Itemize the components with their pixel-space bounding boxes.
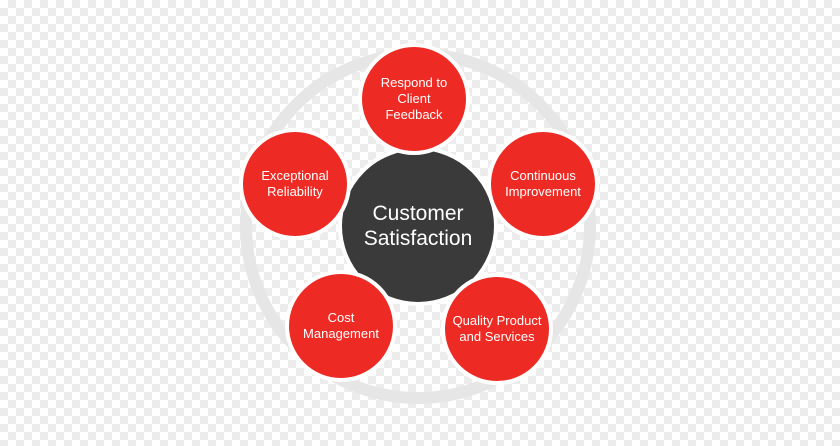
- node-exceptional-reliability: Exceptional Reliability: [239, 128, 351, 240]
- node-label: Exceptional Reliability: [261, 168, 329, 199]
- node-label: Cost Management: [303, 310, 379, 341]
- node-label: Respond to Client Feedback: [380, 75, 448, 122]
- node-label: Continuous Improvement: [505, 168, 581, 199]
- node-cost-management: Cost Management: [285, 270, 397, 382]
- center-node-customer-satisfaction: Customer Satisfaction: [338, 146, 498, 306]
- center-node-label: Customer Satisfaction: [363, 202, 473, 250]
- node-label: Quality Product and Services: [452, 313, 542, 344]
- node-continuous-improvement: Continuous Improvement: [487, 128, 599, 240]
- node-respond-to-client-feedback: Respond to Client Feedback: [358, 43, 470, 155]
- node-quality-product-and-services: Quality Product and Services: [441, 273, 553, 385]
